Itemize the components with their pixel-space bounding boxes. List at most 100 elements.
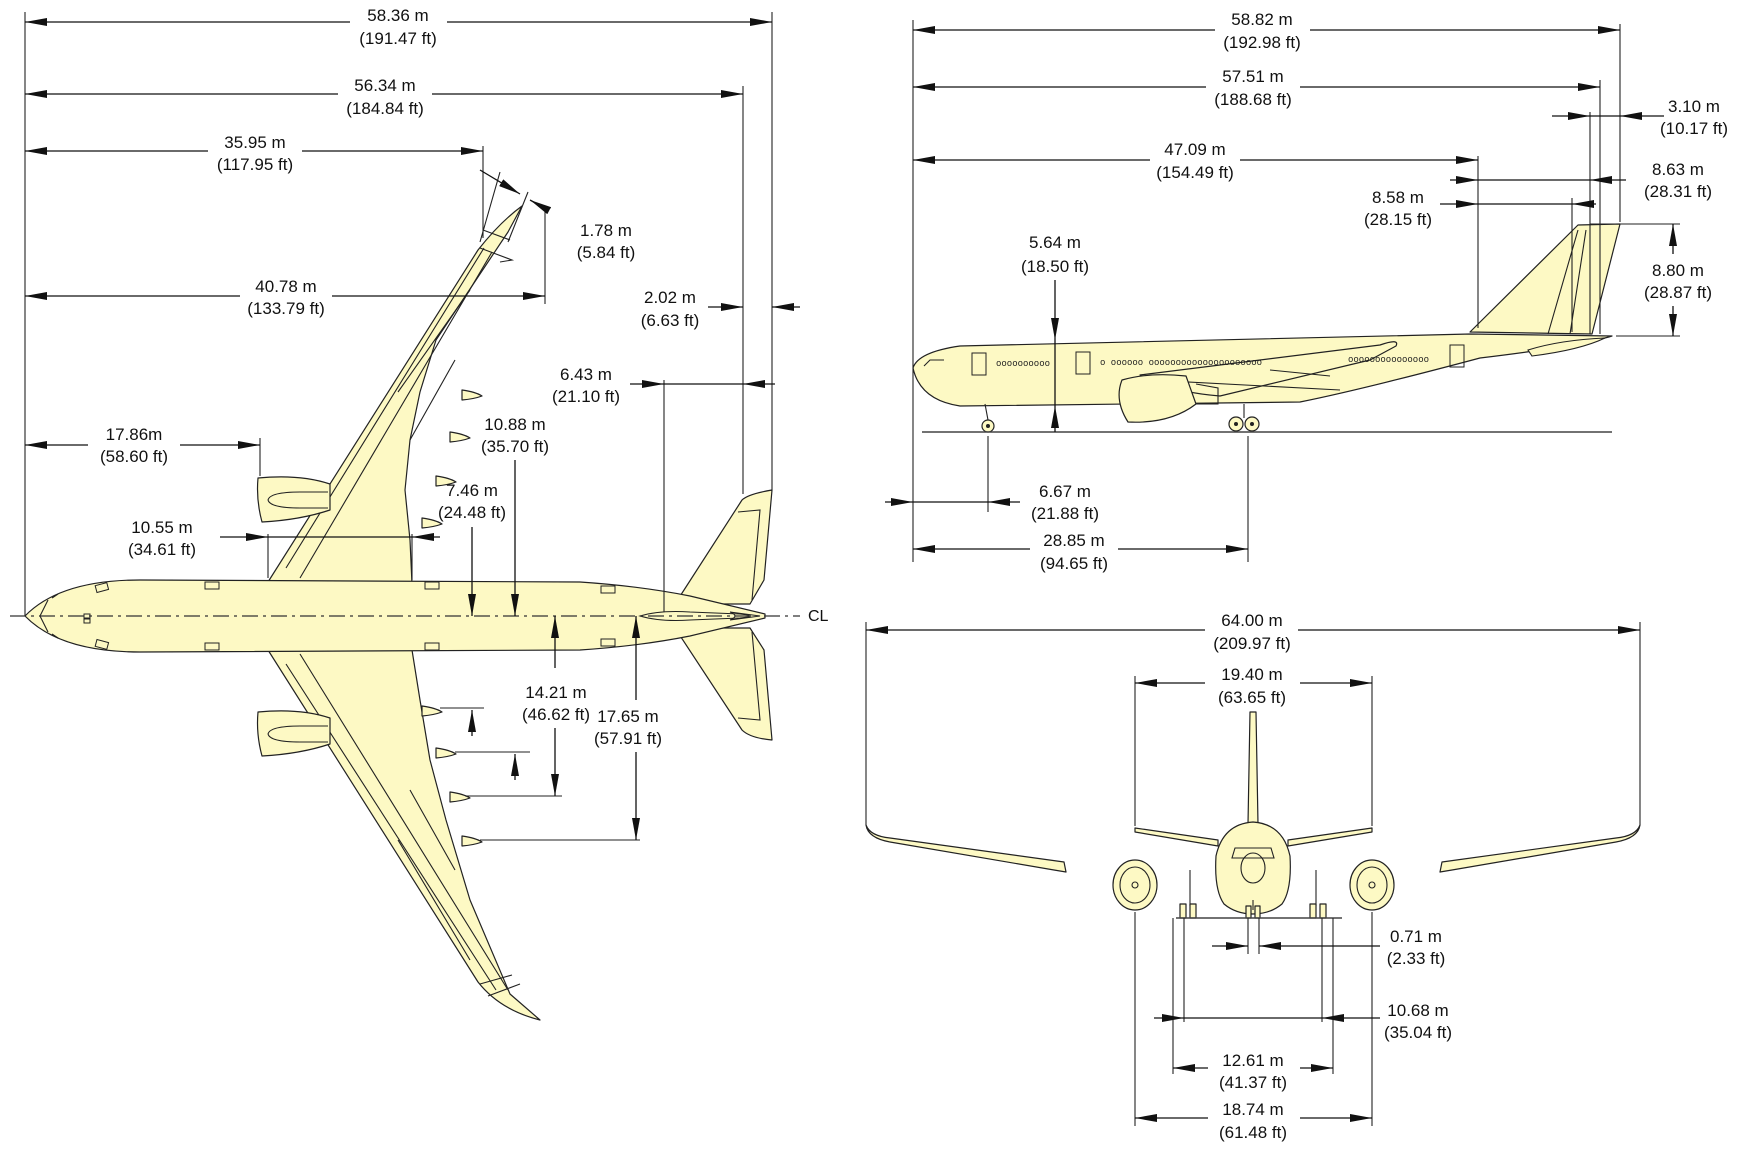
top-view-engine-upper: [256, 476, 331, 523]
dim-35-95: 35.95 m (117.95 ft): [25, 133, 483, 174]
svg-text:(21.10 ft): (21.10 ft): [552, 387, 620, 406]
svg-text:(28.15 ft): (28.15 ft): [1364, 210, 1432, 229]
svg-text:14.21 m: 14.21 m: [525, 683, 586, 702]
svg-text:(133.79 ft): (133.79 ft): [247, 299, 325, 318]
svg-text:8.58 m: 8.58 m: [1372, 188, 1424, 207]
dim-64-00: 64.00 m (209.97 ft): [866, 611, 1640, 653]
side-view: oooooooooo o oooooo oooooooooooooooooooo…: [885, 10, 1728, 573]
svg-text:(117.95 ft): (117.95 ft): [217, 155, 293, 174]
svg-text:6.67 m: 6.67 m: [1039, 482, 1091, 501]
front-view-right-tailplane: [1287, 827, 1373, 847]
side-view-fin: [1469, 223, 1621, 335]
svg-text:(41.37 ft): (41.37 ft): [1219, 1073, 1287, 1092]
svg-text:10.68 m: 10.68 m: [1387, 1001, 1448, 1020]
svg-text:(28.31 ft): (28.31 ft): [1644, 182, 1712, 201]
front-view-right-engine: [1349, 859, 1395, 911]
svg-text:(2.33 ft): (2.33 ft): [1387, 949, 1446, 968]
dim-10-88: 10.88 m (35.70 ft): [455, 415, 549, 780]
svg-text:(10.17 ft): (10.17 ft): [1660, 119, 1728, 138]
dim-8-80: 8.80 m (28.87 ft): [1644, 224, 1712, 336]
dim-6-43: 6.43 m (21.10 ft): [552, 365, 775, 406]
svg-text:oooooooooo: oooooooooo: [996, 359, 1050, 369]
top-view: CL 58.36 m (191.47 ft) 56.34 m (184.84 f…: [10, 6, 829, 1021]
svg-text:(34.61 ft): (34.61 ft): [128, 540, 196, 559]
svg-text:35.95 m: 35.95 m: [224, 133, 285, 152]
svg-text:58.36 m: 58.36 m: [367, 6, 428, 25]
dim-28-85: 28.85 m (94.65 ft): [913, 531, 1248, 573]
dim-58-36: 58.36 m (191.47 ft): [25, 6, 772, 48]
svg-text:2.02 m: 2.02 m: [644, 288, 696, 307]
svg-text:18.74 m: 18.74 m: [1222, 1100, 1283, 1119]
svg-text:(184.84 ft): (184.84 ft): [346, 99, 424, 118]
front-view-left-wing: [865, 824, 1067, 873]
dim-47-09: 47.09 m (154.49 ft): [913, 140, 1478, 182]
svg-text:3.10 m: 3.10 m: [1668, 97, 1720, 116]
svg-text:64.00 m: 64.00 m: [1221, 611, 1282, 630]
svg-text:(188.68 ft): (188.68 ft): [1214, 90, 1292, 109]
top-view-tailplane-lower: [674, 627, 773, 741]
top-view-upper-wing: [267, 205, 523, 585]
dim-0-71: 0.71 m (2.33 ft): [1212, 927, 1445, 968]
top-view-engine-lower: [256, 710, 331, 757]
svg-text:6.43 m: 6.43 m: [560, 365, 612, 384]
top-view-tailplane-upper: [674, 489, 773, 605]
svg-text:17.86m: 17.86m: [106, 425, 163, 444]
svg-text:(209.97 ft): (209.97 ft): [1213, 634, 1291, 653]
svg-text:(94.65 ft): (94.65 ft): [1040, 554, 1108, 573]
dim-3-10: 3.10 m (10.17 ft): [1552, 97, 1728, 138]
svg-text:(63.65 ft): (63.65 ft): [1218, 688, 1286, 707]
svg-text:ooooooooooooooo: ooooooooooooooo: [1348, 355, 1429, 365]
top-view-doors: [94, 581, 616, 651]
svg-text:(61.48 ft): (61.48 ft): [1219, 1123, 1287, 1142]
svg-text:57.51 m: 57.51 m: [1222, 67, 1283, 86]
svg-text:28.85 m: 28.85 m: [1043, 531, 1104, 550]
front-view-fin: [1247, 711, 1259, 825]
svg-text:1.78 m: 1.78 m: [580, 221, 632, 240]
dim-10-55: 10.55 m (34.61 ft): [128, 518, 440, 559]
dim-19-40: 19.40 m (63.65 ft): [1135, 665, 1372, 707]
dim-2-02: 2.02 m (6.63 ft): [641, 288, 800, 330]
svg-text:(18.50 ft): (18.50 ft): [1021, 257, 1089, 276]
svg-text:(192.98 ft): (192.98 ft): [1223, 33, 1301, 52]
dim-1-78: 1.78 m (5.84 ft): [479, 169, 636, 262]
svg-text:(6.63 ft): (6.63 ft): [641, 311, 700, 330]
front-view-fuselage: [1215, 821, 1291, 915]
side-view-nose-gear: [981, 403, 995, 433]
flap-track-fairings: [421, 389, 483, 847]
dim-18-74: 18.74 m (61.48 ft): [1135, 1100, 1372, 1142]
side-view-windows: oooooooooo o oooooo oooooooooooooooooooo…: [971, 344, 1465, 376]
svg-text:40.78 m: 40.78 m: [255, 277, 316, 296]
svg-text:19.40 m: 19.40 m: [1221, 665, 1282, 684]
svg-text:(58.60 ft): (58.60 ft): [100, 447, 168, 466]
dim-10-68: 10.68 m (35.04 ft): [1154, 1001, 1452, 1042]
top-view-lower-wing: [267, 649, 541, 1021]
dim-12-61: 12.61 m (41.37 ft): [1173, 1051, 1333, 1092]
dim-6-67: 6.67 m (21.88 ft): [885, 482, 1099, 523]
front-view-left-tailplane: [1134, 827, 1219, 847]
dim-5-64: 5.64 m (18.50 ft): [1021, 233, 1089, 432]
dim-17-86: 17.86m (58.60 ft): [25, 425, 260, 466]
dim-56-34: 56.34 m (184.84 ft): [25, 76, 743, 118]
svg-text:10.55 m: 10.55 m: [131, 518, 192, 537]
svg-text:17.65 m: 17.65 m: [597, 707, 658, 726]
svg-text:(24.48 ft): (24.48 ft): [438, 503, 506, 522]
svg-text:58.82 m: 58.82 m: [1231, 10, 1292, 29]
svg-text:0.71 m: 0.71 m: [1390, 927, 1442, 946]
side-view-engine: [1118, 374, 1197, 423]
svg-text:(57.91 ft): (57.91 ft): [594, 729, 662, 748]
svg-text:(191.47 ft): (191.47 ft): [359, 29, 437, 48]
svg-text:7.46 m: 7.46 m: [446, 481, 498, 500]
svg-text:8.63 m: 8.63 m: [1652, 160, 1704, 179]
front-view: 64.00 m (209.97 ft) 19.40 m (63.65 ft) 0…: [865, 611, 1641, 1142]
dim-17-65: 17.65 m (57.91 ft): [480, 616, 662, 841]
front-view-right-wing: [1439, 824, 1641, 873]
svg-text:5.64 m: 5.64 m: [1029, 233, 1081, 252]
svg-text:10.88 m: 10.88 m: [484, 415, 545, 434]
svg-text:(5.84 ft): (5.84 ft): [577, 243, 636, 262]
svg-text:8.80 m: 8.80 m: [1652, 261, 1704, 280]
dim-8-58: 8.58 m (28.15 ft): [1364, 188, 1596, 229]
svg-text:(35.04 ft): (35.04 ft): [1384, 1023, 1452, 1042]
dim-57-51: 57.51 m (188.68 ft): [913, 67, 1600, 109]
front-view-left-engine: [1112, 859, 1158, 911]
